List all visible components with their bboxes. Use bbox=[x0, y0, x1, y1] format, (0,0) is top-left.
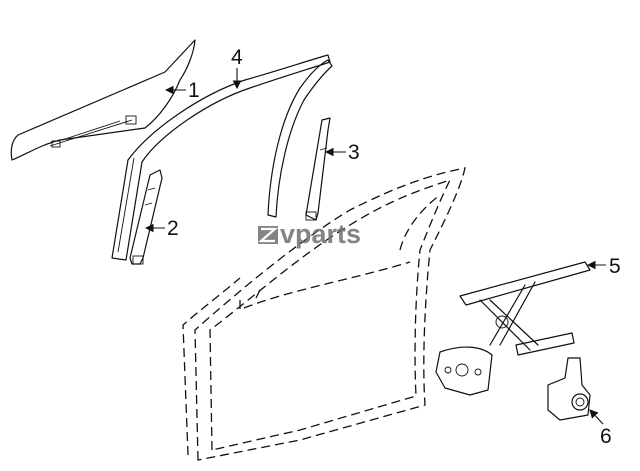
callout-label-2: 2 bbox=[167, 217, 179, 240]
callout-5[interactable]: 5 bbox=[586, 255, 621, 278]
rear-lower-channel-part[interactable] bbox=[305, 117, 331, 221]
regulator-motor-part[interactable] bbox=[547, 357, 591, 421]
door-glass-part[interactable] bbox=[10, 39, 196, 161]
window-regulator-part[interactable] bbox=[435, 261, 591, 396]
front-lower-channel-part[interactable] bbox=[129, 169, 163, 265]
callout-1[interactable]: 1 bbox=[164, 79, 200, 102]
callout-6[interactable]: 6 bbox=[589, 409, 612, 448]
callout-label-4: 4 bbox=[231, 46, 243, 69]
watermark-text: vparts bbox=[280, 219, 361, 249]
callout-4[interactable]: 4 bbox=[231, 46, 243, 90]
callout-2[interactable]: 2 bbox=[144, 217, 179, 240]
callout-label-1: 1 bbox=[188, 79, 200, 102]
watermark: vparts bbox=[258, 219, 361, 249]
callout-label-5: 5 bbox=[609, 255, 621, 278]
callout-label-6: 6 bbox=[600, 425, 612, 448]
door-shell-outline bbox=[182, 167, 466, 461]
callout-3[interactable]: 3 bbox=[324, 141, 360, 164]
callout-label-3: 3 bbox=[348, 141, 360, 164]
glass-run-channel-part[interactable] bbox=[111, 54, 333, 261]
